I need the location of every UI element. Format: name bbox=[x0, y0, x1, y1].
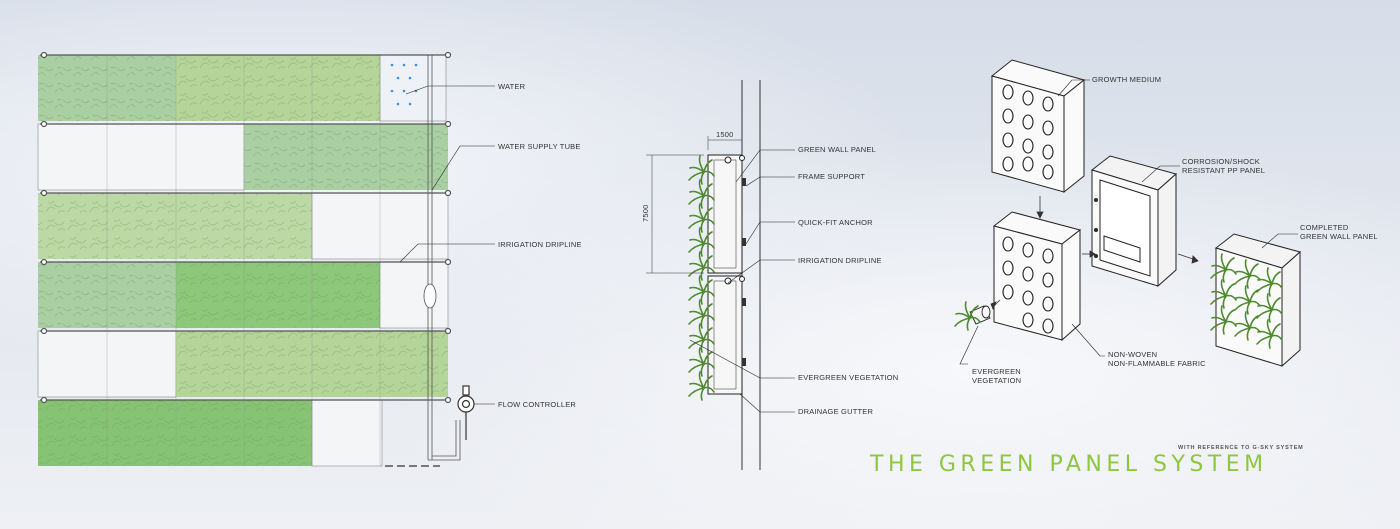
subtitle: WITH REFERENCE TO G-SKY SYSTEM bbox=[1178, 445, 1304, 451]
label-pp-panel-2: RESISTANT PP PANEL bbox=[1182, 166, 1265, 175]
wall-section: 1500 7500 GREEN WALL PANEL FRAME SUPPORT… bbox=[641, 80, 898, 470]
dim-height: 7500 bbox=[641, 205, 650, 223]
water-panel bbox=[379, 54, 447, 122]
label-completed-2: GREEN WALL PANEL bbox=[1300, 232, 1378, 241]
completed-panel bbox=[1214, 233, 1302, 368]
label-vegetation-2: VEGETATION bbox=[972, 376, 1021, 385]
label-completed-1: COMPLETED bbox=[1300, 223, 1349, 232]
fabric-sleeve bbox=[992, 211, 1082, 342]
label-pp-panel-1: CORROSION/SHOCK bbox=[1182, 157, 1260, 166]
label-frame-support: FRAME SUPPORT bbox=[798, 172, 865, 181]
label-evergreen-vegetation: EVERGREEN VEGETATION bbox=[798, 373, 898, 382]
dim-width: 1500 bbox=[716, 130, 734, 139]
label-vegetation-1: EVERGREEN bbox=[972, 367, 1021, 376]
label-irrigation-dripline: IRRIGATION DRIPLINE bbox=[498, 240, 582, 249]
growth-medium-block bbox=[990, 59, 1086, 194]
water-drops bbox=[390, 63, 418, 106]
page-title: THE GREEN PANEL SYSTEM bbox=[870, 452, 1268, 477]
plug-plant bbox=[954, 301, 991, 331]
label-green-wall-panel: GREEN WALL PANEL bbox=[798, 145, 876, 154]
label-quick-fit-anchor: QUICK-FIT ANCHOR bbox=[798, 218, 873, 227]
wall-elevation: WATER WATER SUPPLY TUBE IRRIGATION DRIPL… bbox=[37, 51, 582, 467]
label-growth-medium: GROWTH MEDIUM bbox=[1092, 75, 1161, 84]
label-water-supply-tube: WATER SUPPLY TUBE bbox=[498, 142, 581, 151]
exploded-view: GROWTH MEDIUM CORROSION/SHOCK RESISTANT … bbox=[954, 59, 1378, 385]
label-fabric-1: NON-WOVEN bbox=[1108, 350, 1157, 359]
pp-panel bbox=[1090, 155, 1178, 288]
label-fabric-2: NON-FLAMMABLE FABRIC bbox=[1108, 359, 1206, 368]
flow-controller bbox=[385, 385, 475, 467]
label-flow-controller: FLOW CONTROLLER bbox=[498, 400, 576, 409]
label-drainage-gutter: DRAINAGE GUTTER bbox=[798, 407, 873, 416]
water-supply-tube bbox=[423, 55, 461, 461]
label-water: WATER bbox=[498, 82, 526, 91]
label-section-irrigation-dripline: IRRIGATION DRIPLINE bbox=[798, 256, 882, 265]
